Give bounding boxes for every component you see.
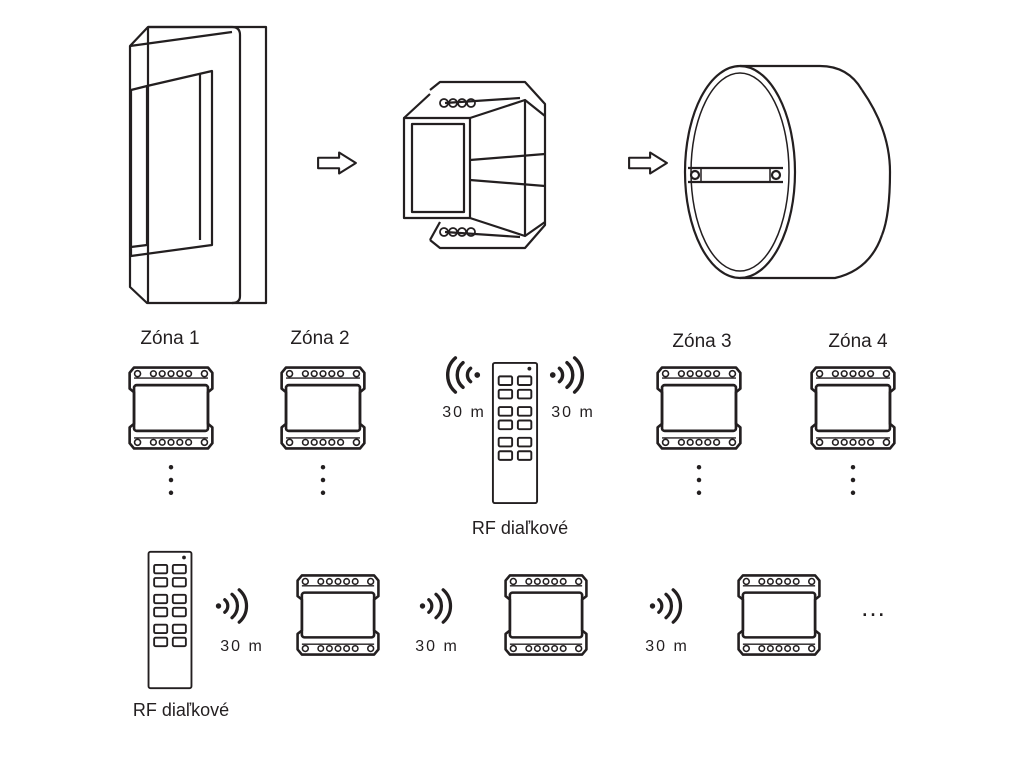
signal-waves-icon xyxy=(214,588,249,624)
controller-module xyxy=(504,574,588,656)
distance-label: 30 m xyxy=(645,638,689,655)
controller-module-zone-1 xyxy=(128,366,214,450)
zone-2-label: Zóna 2 xyxy=(290,328,350,349)
signal-waves-icon xyxy=(548,356,585,394)
controller-module-icon xyxy=(402,80,547,250)
flush-mount-box-icon xyxy=(683,64,892,280)
distance-label: 30 m xyxy=(442,404,486,421)
controller-module-zone-3 xyxy=(656,366,742,450)
rf-remote-label: RF diaľkové xyxy=(471,518,569,538)
controller-module-zone-2 xyxy=(280,366,366,450)
controller-module xyxy=(296,574,380,656)
vertical-dots-icon xyxy=(696,464,702,496)
wall-switch-icon xyxy=(128,25,268,305)
distance-label: 30 m xyxy=(220,638,264,655)
distance-label: 30 m xyxy=(551,404,595,421)
rf-remote-icon xyxy=(491,361,539,505)
rf-remote-label: RF diaľkové xyxy=(132,700,230,720)
vertical-dots-icon xyxy=(320,464,326,496)
zone-1-label: Zóna 1 xyxy=(140,328,200,349)
signal-waves-icon xyxy=(418,588,453,624)
vertical-dots-icon xyxy=(168,464,174,496)
controller-terminals xyxy=(439,98,476,237)
zone-4-label: Zóna 4 xyxy=(828,331,888,352)
zone-3-label: Zóna 3 xyxy=(672,331,732,352)
signal-waves-icon xyxy=(445,356,482,394)
controller-module-zone-4 xyxy=(810,366,896,450)
controller-module xyxy=(737,574,821,656)
arrow-right-icon xyxy=(628,151,668,175)
vertical-dots-icon xyxy=(850,464,856,496)
distance-label: 30 m xyxy=(415,638,459,655)
signal-waves-icon xyxy=(648,588,683,624)
ellipsis-more: … xyxy=(860,592,888,622)
rf-remote-icon xyxy=(147,550,193,690)
arrow-right-icon xyxy=(317,151,357,175)
